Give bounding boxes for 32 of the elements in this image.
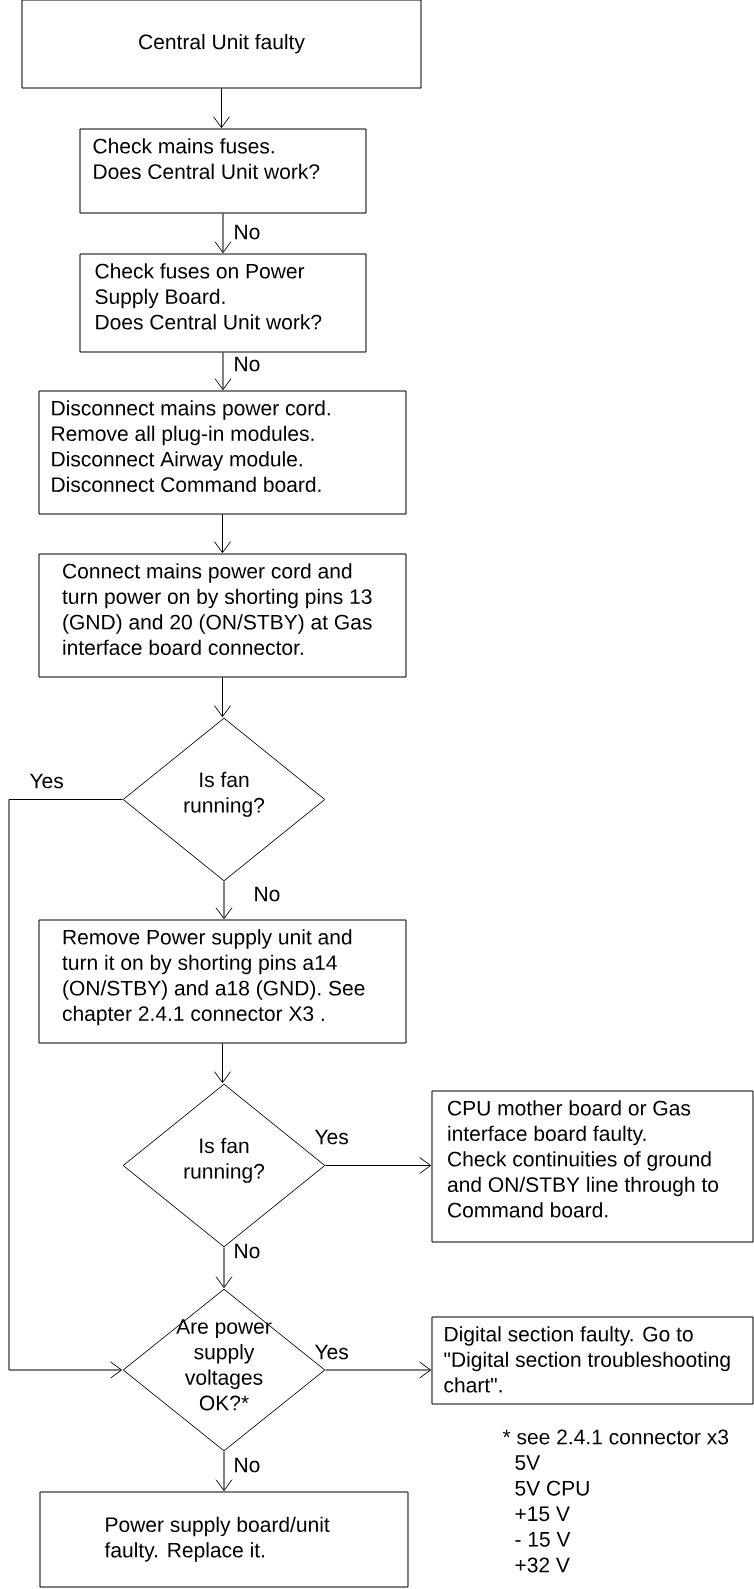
process-box: CPU mother board or Gas interface board faulty. Check continuities of ground and ON/STBY line through to Command board. <box>431 1090 754 1243</box>
note-text: +32 V <box>515 1557 570 1573</box>
arrow <box>214 352 232 391</box>
process-box: Power supply board/unit faulty. Replace it. <box>39 1491 409 1588</box>
edge-label: No <box>232 1456 262 1474</box>
arrow <box>215 1451 233 1492</box>
process-box: Check mains fuses. Does Central Unit work? <box>79 128 367 214</box>
arrow <box>214 213 232 254</box>
arrow <box>214 514 231 554</box>
process-box: Check fuses on Power Supply Board. Does Central Unit work? <box>79 253 367 353</box>
note-text: - 15 V <box>515 1532 571 1547</box>
arrow <box>214 677 231 718</box>
arrow <box>325 1361 432 1379</box>
arrow <box>325 1157 432 1174</box>
arrow <box>8 799 123 1379</box>
note-text: 5V <box>515 1455 541 1470</box>
edge-label: Yes <box>28 772 65 790</box>
note-text: 5V CPU <box>515 1480 589 1496</box>
process-box: Connect mains power cord and turn power on by shorting pins 13 (GND) and 20 (ON/STBY) at Gas interface board connector. <box>38 553 407 678</box>
note-text: * see 2.4.1 connector x3 <box>502 1429 728 1445</box>
edge-label: No <box>252 885 282 903</box>
process-box: Central Unit faulty <box>21 0 422 89</box>
note-text: +15 V <box>515 1506 570 1522</box>
arrow <box>215 881 233 920</box>
arrow <box>215 1247 233 1289</box>
process-box: Disconnect mains power cord. Remove all plug-in modules. Disconnect Airway module. Disconnect Command board. <box>38 390 407 515</box>
process-box: Remove Power supply unit and turn it on by shorting pins a14 (ON/STBY) and a18 (GND). See chapter 2.4.1 connector X3 . <box>38 919 407 1044</box>
edge-label: No <box>232 355 262 373</box>
edge-label: No <box>232 223 262 241</box>
process-box: Digital section faulty. Go to "Digital section troubleshooting chart". <box>431 1316 754 1405</box>
arrow <box>214 1043 231 1084</box>
arrow <box>213 88 230 129</box>
